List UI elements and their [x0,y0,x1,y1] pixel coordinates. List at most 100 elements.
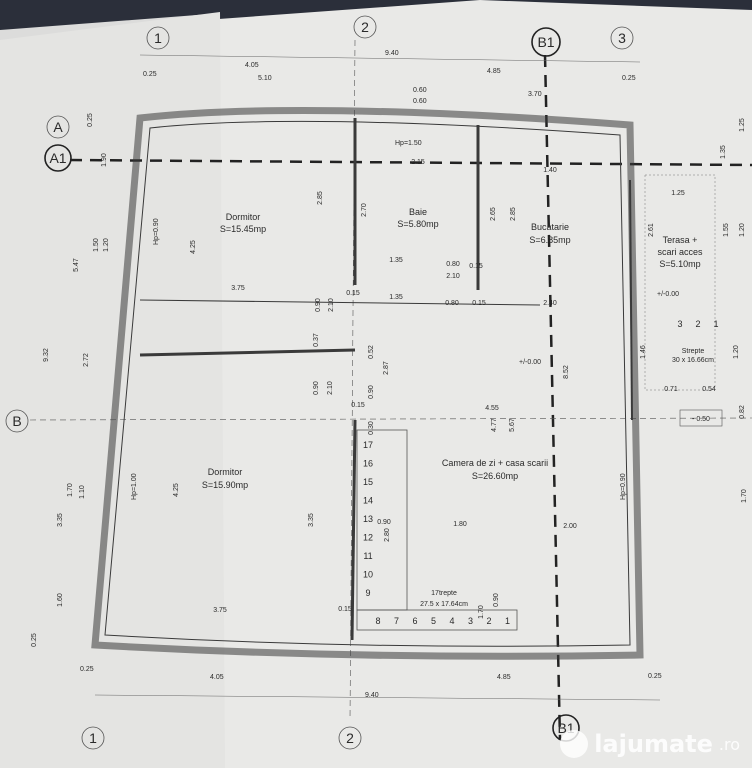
dim-inner-6: 0.15 [469,263,483,270]
room-labels: Dormitor S=15.45mp Baie S=5.80mp Bucatar… [202,207,703,490]
dim-inner-34: 0.15 [338,606,352,613]
watermark-suffix: .ro [718,734,740,754]
dim-top-total: 9.40 [385,50,399,57]
dim-top-right: 4.85 [487,68,501,75]
dim-left-4: 1.20 [103,238,110,252]
dim-left-10: 1.60 [57,593,64,607]
room-camera-name: Camera de zi + casa scarii [442,458,548,468]
dim-inner-45: 0.54 [702,386,716,393]
level-marks: +/-0.00 +/-0.00 - 0.50 Hp=1.50 Hp=0.90 H… [131,140,723,500]
stair-step-12: 12 [363,533,373,543]
dim-inner-14: 2.10 [328,298,335,312]
dim-inner-7: 2.65 [490,207,497,221]
dim-left-2: 5.47 [73,258,80,272]
stair-size: 27.5 x 17.64cm [420,601,468,608]
watermark: lajumate.ro [560,730,740,758]
dim-inner-27: 8.52 [563,365,570,379]
dim-inner-29: 2.00 [563,523,577,530]
dim-left-3: 1.50 [93,238,100,252]
stair-step-9: 9 [365,588,370,598]
axis-left-a1: A1 [49,150,66,166]
dim-inner-10: 0.15 [472,300,486,307]
dim-inner-25: 4.77 [491,418,498,432]
dim-inner-40: 2.61 [648,223,655,237]
dim-inner-13: 0.90 [315,298,322,312]
watermark-heart-icon [560,730,589,758]
axis-line-a1 [69,158,752,167]
dim-bottom-left: 4.05 [210,674,224,681]
dim-inner-33: 3.75 [213,607,227,614]
dim-inner-2: 2.70 [361,203,368,217]
stair-step-3: 3 [468,616,473,626]
axis-top-1: 1 [154,30,162,46]
paper-left [0,12,225,768]
room-dormitor-2-name: Dormitor [208,467,243,477]
dim-inner-12: 1.35 [389,294,403,301]
stair-step-15: 15 [363,477,373,487]
dim-inner-22: 0.15 [351,402,365,409]
level-terrace: +/-0.00 [657,291,679,298]
dim-inner-3: 1.35 [389,257,403,264]
room-dormitor-1-name: Dormitor [226,212,261,222]
terrace-grid [644,174,716,391]
axis-top-2: 2 [361,19,369,35]
level-main: +/-0.00 [519,359,541,366]
dim-inner-37: 1.40 [543,167,557,174]
terrace-step-3: 3 [677,319,682,329]
axis-markers-left: A A1 B [5,115,72,433]
axis-bottom-1: 1 [89,730,97,746]
dim-inner-24: 4.55 [485,405,499,412]
dim-top-b1: 3.70 [528,91,542,98]
wall-corridor [139,299,541,306]
room-camera-area: S=26.60mp [472,471,518,481]
dim-inner-17: 0.52 [368,345,375,359]
dim-inner-23: 0.30 [368,421,375,435]
dim-left-1: 1.90 [101,153,108,167]
room-dormitor-1-area: S=15.45mp [220,224,266,234]
dim-inner-9: 0.80 [445,300,459,307]
dim-inner-50: 1.25 [739,118,746,132]
dim-inner-42: 1.20 [739,223,746,237]
wall-stair [350,419,357,641]
dim-inner-52: 4.25 [190,240,197,254]
wall-bedrooms [139,348,356,357]
dim-inner-28: 1.80 [453,521,467,528]
dim-inner-18: 2.87 [383,361,390,375]
dim-inner-48: 1.70 [741,489,748,503]
room-baie-area: S=5.80mp [397,219,438,229]
stair-run [356,609,518,631]
axis-left-a: A [53,119,63,135]
room-bucatarie-name: Bucatarie [531,222,569,232]
dim-inner-16: 0.37 [313,333,320,347]
axis-line-b1 [543,54,562,741]
dim-top-left: 4.05 [245,62,259,69]
dim-inner-8: 2.85 [510,207,517,221]
stair-step-7: 7 [394,616,399,626]
stair-step-6: 6 [412,616,417,626]
dim-left-0: 0.25 [87,113,94,127]
dim-inner-5: 2.10 [446,273,460,280]
dim-inner-11: 2.40 [543,300,557,307]
stair-step-13: 13 [363,514,373,524]
room-terasa-name2: scari acces [657,247,703,257]
dim-inner-4: 0.80 [446,261,460,268]
axis-left-b: B [12,413,21,429]
terrace-stair-size: 30 x 16.66cm [672,357,714,364]
stair-step-16: 16 [363,459,373,469]
outer-wall-inner [104,120,631,647]
dim-bottom-right: 4.85 [497,674,511,681]
dim-inner-44: 0.71 [664,386,678,393]
dim-left-5: 9.32 [43,348,50,362]
dim-bottom-edge2: 0.25 [648,673,662,680]
dim-inner-32: 3.35 [308,513,315,527]
dim-inner-43: 1.46 [640,345,647,359]
paper-main [205,0,752,768]
dim-inner-41: 1.55 [723,223,730,237]
dim-inner-38: 2.15 [411,159,425,166]
axis-top-b1: B1 [537,34,554,50]
dim-inner-0: 3.75 [231,285,245,292]
dim-inner-46: 1.20 [733,345,740,359]
